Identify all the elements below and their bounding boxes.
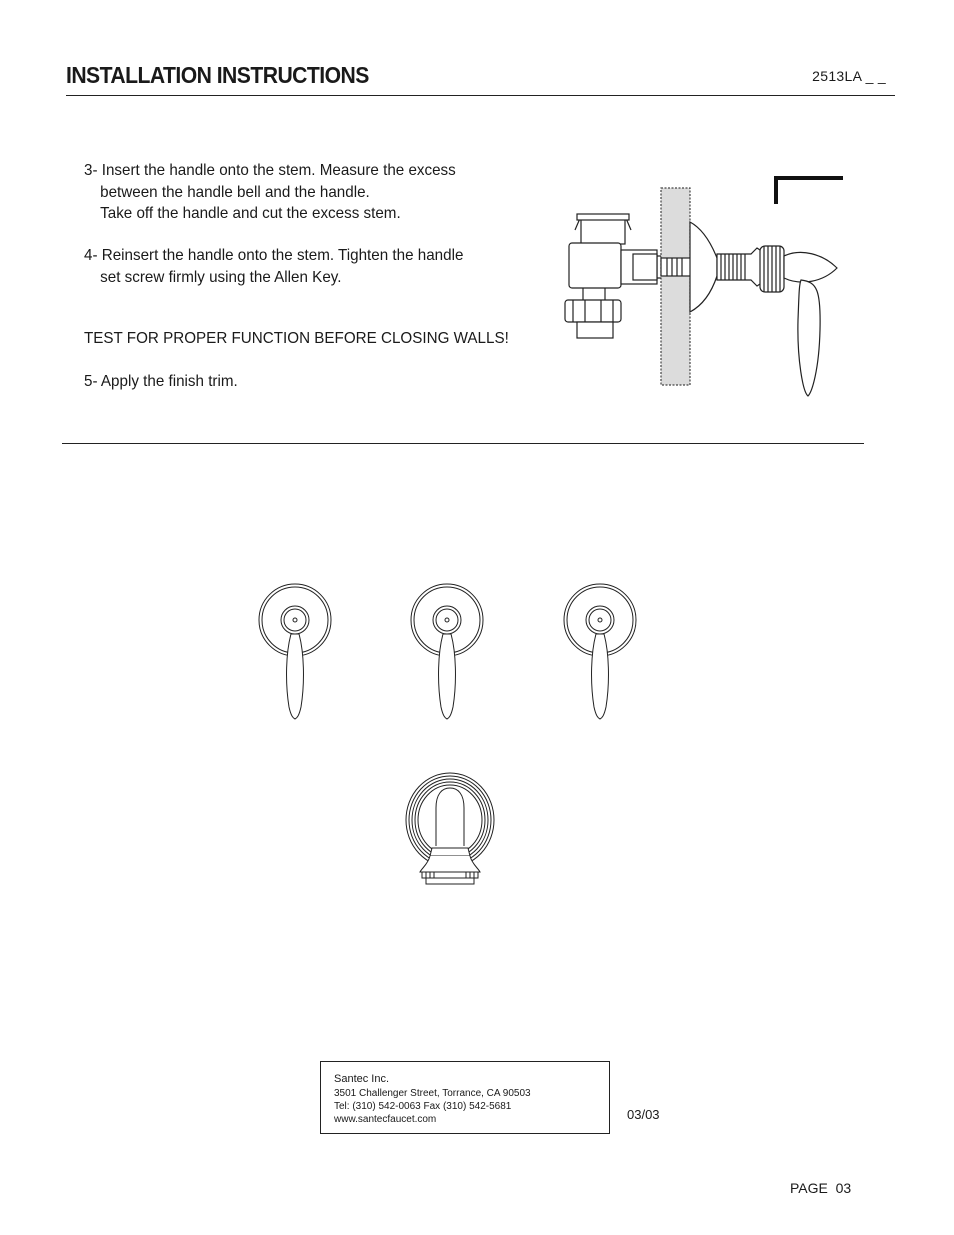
lever-handle-trim-icon [563, 583, 637, 720]
section-divider [62, 443, 864, 444]
step-3: 3- Insert the handle onto the stem. Meas… [84, 160, 456, 225]
step-4-line-1: 4- Reinsert the handle onto the stem. Ti… [84, 247, 464, 264]
page-title: INSTALLATION INSTRUCTIONS [66, 62, 369, 88]
company-address: 3501 Challenger Street, Torrance, CA 905… [334, 1088, 531, 1099]
lever-handle-trim-icon [258, 583, 332, 720]
valve-handle-assembly-icon [564, 187, 838, 397]
contact-box: Santec Inc. 3501 Challenger Street, Torr… [320, 1061, 610, 1134]
revision-date: 03/03 [627, 1107, 660, 1122]
model-number: 2513LA _ _ [812, 68, 886, 84]
company-name: Santec Inc. [334, 1073, 390, 1085]
function-test-warning: TEST FOR PROPER FUNCTION BEFORE CLOSING … [84, 330, 509, 347]
step-3-line-2: between the handle bell and the handle. [100, 183, 370, 201]
company-phone-fax: Tel: (310) 542-0063 Fax (310) 542-5681 [334, 1101, 512, 1112]
company-website: www.santecfaucet.com [334, 1114, 437, 1125]
step-5: 5- Apply the finish trim. [84, 373, 238, 390]
allen-key-icon [774, 176, 843, 204]
lever-handle-trim-icon [410, 583, 484, 720]
step-4: 4- Reinsert the handle onto the stem. Ti… [84, 245, 463, 288]
step-3-line-1: 3- Insert the handle onto the stem. Meas… [84, 162, 456, 179]
step-4-line-2: set screw firmly using the Allen Key. [100, 268, 342, 286]
header-rule [66, 95, 895, 96]
tub-spout-icon [405, 772, 495, 885]
step-3-line-3: Take off the handle and cut the excess s… [100, 205, 401, 222]
page-number: PAGE 03 [790, 1180, 852, 1196]
